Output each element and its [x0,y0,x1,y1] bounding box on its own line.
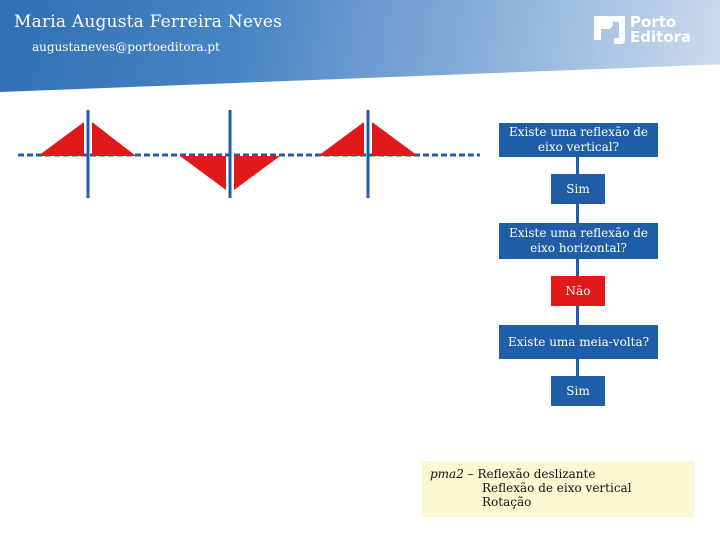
author-email: augustaneves@portoeditora.pt [32,40,220,54]
connector-5 [576,359,579,376]
question-vertical-reflection: Existe uma reflexão de eixo vertical? [499,123,658,157]
result-line-1: Reflexão deslizante [478,467,596,481]
triangle-4 [234,156,280,190]
result-box: pma2 – Reflexão deslizante Reflexão de e… [422,461,694,517]
triangle-2 [92,122,136,156]
connector-1 [576,157,579,174]
connector-2 [576,204,579,223]
triangle-1 [38,122,84,156]
connector-4 [576,306,579,325]
pattern-code: pma2 [430,467,464,481]
triangle-6 [372,122,418,156]
result-line-2: Reflexão de eixo vertical [430,481,694,495]
frieze-pattern [0,100,490,210]
result-separator: – [464,467,478,481]
logo-line-2: Editora [630,30,691,45]
author-name: Maria Augusta Ferreira Neves [14,12,282,32]
question-horizontal-reflection: Existe uma reflexão de eixo horizontal? [499,223,658,259]
porto-editora-logo-icon [592,14,628,46]
answer-yes-1: Sim [551,174,605,204]
answer-no: Não [551,276,605,306]
result-line-3: Rotação [430,495,694,509]
question-half-turn: Existe uma meia-volta? [499,325,658,359]
porto-editora-logo: Porto Editora [592,14,691,46]
connector-3 [576,259,579,276]
triangle-3 [180,156,226,190]
answer-yes-2: Sim [551,376,605,406]
triangle-5 [318,122,364,156]
